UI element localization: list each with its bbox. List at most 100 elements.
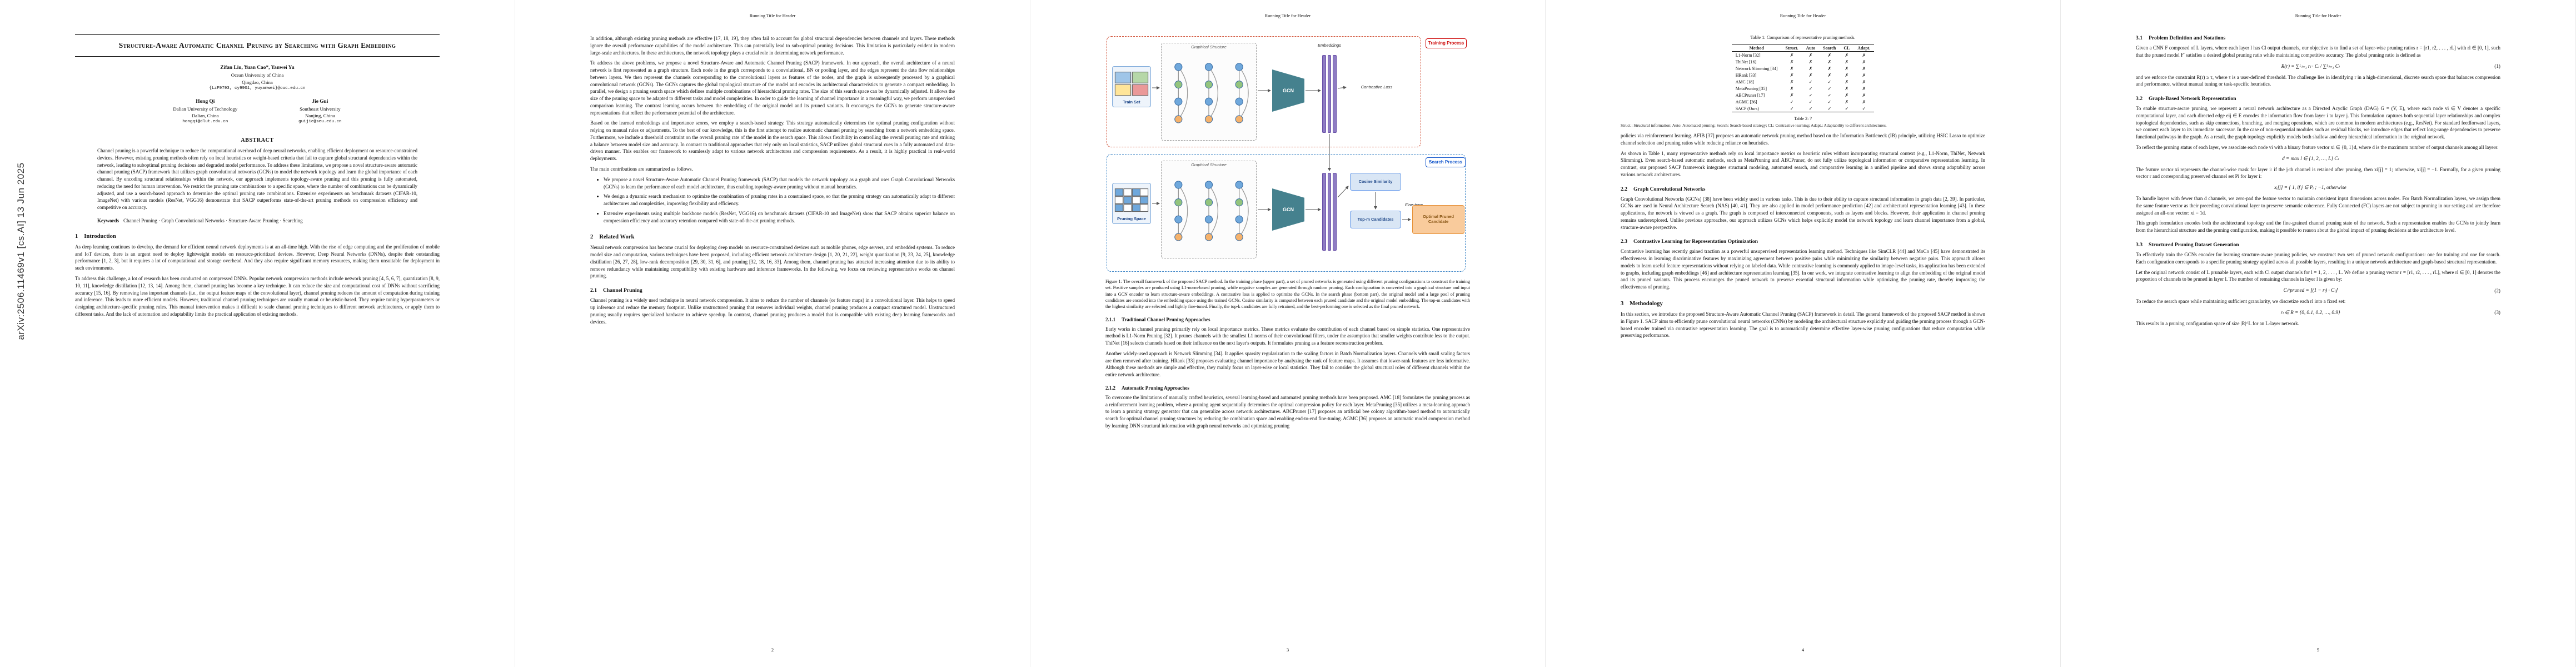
table-row: SACP (Ours)✓✓✓✓✓ (1731, 105, 1875, 112)
paragraph: Given a CNN F composed of L layers, wher… (2136, 45, 2500, 58)
mark-cell: ✓ (1853, 105, 1875, 112)
paper-title: Structure-Aware Automatic Channel Prunin… (118, 41, 396, 49)
equation: xᵢ[j] = { 1, if j ∈ Pᵢ ; −1, otherwise (2136, 185, 2500, 191)
mark-cell: ✓ (1808, 92, 1813, 98)
paragraph: As deep learning continues to develop, t… (75, 243, 440, 271)
mark-cell: ✗ (1845, 59, 1849, 64)
author-names: Hong Qi (196, 98, 215, 104)
running-header: Running Title for Header (749, 13, 796, 18)
author-affiliation: Nanjing, China (305, 113, 335, 119)
figure-label: GCN (1283, 87, 1294, 93)
author-email: {LzF9793, cy9901, yuyanwei}@ouc.edu.cn (209, 86, 306, 91)
table-body: L1-Norm [32]✗✗✗✗✗ThiNet [16]✗✗✗✗✗Network… (1731, 52, 1875, 112)
equation: d = max l ∈ {1, 2, …, L} Cₗ (2136, 156, 2500, 162)
paragraph: Contrastive learning has recently gained… (1621, 248, 1985, 290)
paragraph: The feature vector xi represents the cha… (2136, 166, 2500, 180)
equation-body: R(r) = ∑ᴸₗ₌₁ rₗ · Cₗ / ∑ᴸₗ₌₁ Cₗ (2281, 63, 2340, 69)
table-caption: Table 1: Comparison of representative pr… (1750, 35, 1856, 40)
running-header: Running Title for Header (1264, 13, 1311, 18)
figure-label: Top-m Candidates (1357, 216, 1394, 222)
figure-label: Search Process (1428, 160, 1463, 165)
equation-body: Cₗ^pruned = ⌊(1 − rₗ) · Cₗ⌋ (2283, 287, 2338, 293)
heading-number: 2.3 (1621, 238, 1627, 245)
author-affiliation: Dalian, China (191, 113, 219, 119)
mark-cell: ✗ (1845, 66, 1849, 71)
contrastive-loss-label: Contrastive Loss (1348, 83, 1406, 92)
mark-cell: ✗ (1845, 86, 1849, 91)
table-row: MetaPruning [35]✗✓✓✗✗ (1732, 85, 1875, 92)
paragraph: Graph Convolutional Networks (GCNs) [38]… (1621, 196, 1985, 230)
cosine-similarity-box: Cosine Similarity (1350, 173, 1401, 191)
training-process-label: Training Process (1426, 38, 1467, 48)
method-cell: AGMC [36] (1735, 99, 1757, 104)
embedding-bar (1322, 173, 1326, 251)
embeddings-label: Embeddings (1309, 42, 1350, 49)
mark-cell: ✗ (1827, 72, 1832, 78)
graph-structure-icon (1174, 62, 1249, 123)
graphs-icon (1163, 169, 1254, 256)
page-number: 5 (2316, 647, 2320, 653)
heading-text: Structured Pruning Dataset Generation (2149, 242, 2239, 248)
equation: R(r) = ∑ᴸₗ₌₁ rₗ · Cₗ / ∑ᴸₗ₌₁ Cₗ(1) (2136, 63, 2500, 69)
mark-cell: ✗ (1845, 92, 1849, 98)
figure-label: Fine-tune (1404, 202, 1424, 208)
heading-text: Problem Definition and Notations (2149, 35, 2226, 41)
paragraph: To reflect the pruning status of each la… (2136, 144, 2499, 150)
mark-cell: ✓ (1840, 105, 1854, 112)
mark-cell: ✗ (1808, 52, 1813, 58)
section-heading: ABSTRACT (75, 137, 440, 143)
heading-text: Graph-Based Network Representation (2149, 96, 2236, 102)
mark-cell: ✗ (1845, 99, 1849, 104)
paragraph: Channel pruning is a widely used techniq… (590, 297, 955, 325)
keywords-label: Keywords (97, 217, 119, 223)
keywords-text: Channel Pruning · Graph Convolutional Ne… (123, 217, 303, 223)
equation: Cₗ^pruned = ⌊(1 − rₗ) · Cₗ⌋(2) (2136, 287, 2500, 293)
heading-number: 3 (1621, 301, 1624, 307)
mark-cell: ✗ (1845, 79, 1849, 84)
figure-label: Embeddings (1317, 42, 1342, 48)
grid-icon (1114, 185, 1149, 216)
column-header: Method (1731, 44, 1782, 52)
mark-cell: ✗ (1862, 99, 1866, 104)
mark-cell: ✓ (1808, 86, 1813, 91)
mark-cell: ✗ (1827, 52, 1832, 58)
method-cell: HRank [33] (1735, 72, 1757, 78)
author-affiliation: Southeast University (300, 106, 341, 112)
heading-text: Graph Convolutional Networks (1633, 186, 1706, 192)
table-note: Struct.: Structural information; Auto: A… (1621, 123, 1887, 128)
author-affiliation: Dalian University of Technology (173, 106, 238, 112)
paragraph: To effectively train the GCNs encoder fo… (2136, 252, 2500, 265)
author-affiliation: Ocean University of China (231, 72, 284, 78)
paragraph: and we enforce the constraint R(r) ≥ τ, … (2136, 74, 2500, 87)
train-set-panel: Train Set (1112, 66, 1151, 107)
table-row: HRank [33]✗✗✗✗✗ (1732, 72, 1875, 78)
figure-label: Training Process (1428, 41, 1464, 46)
running-header: Running Title for Header (1780, 13, 1826, 18)
author-names: Jie Gui (312, 98, 328, 104)
equation: rₗ ∈ R = {0, 0.1, 0.2, …, 0.9}(3) (2136, 310, 2500, 316)
method-cell: MetaPruning [35] (1735, 86, 1767, 91)
heading-number: 2.1 (590, 287, 597, 294)
embeddings-top (1322, 55, 1337, 133)
paragraph: To address this challenge, a lot of rese… (75, 276, 440, 317)
method-cell: ThiNet [16] (1735, 59, 1757, 64)
mark-cell: ✓ (1827, 92, 1832, 98)
mark-cell: ✗ (1845, 72, 1849, 78)
heading-text: Methodology (1630, 301, 1663, 307)
table-row: Network Slimming [34]✗✗✗✗✗ (1732, 65, 1875, 72)
embedding-bar (1327, 55, 1332, 133)
heading-text: Related Work (599, 234, 635, 241)
embedding-bar (1333, 55, 1337, 133)
